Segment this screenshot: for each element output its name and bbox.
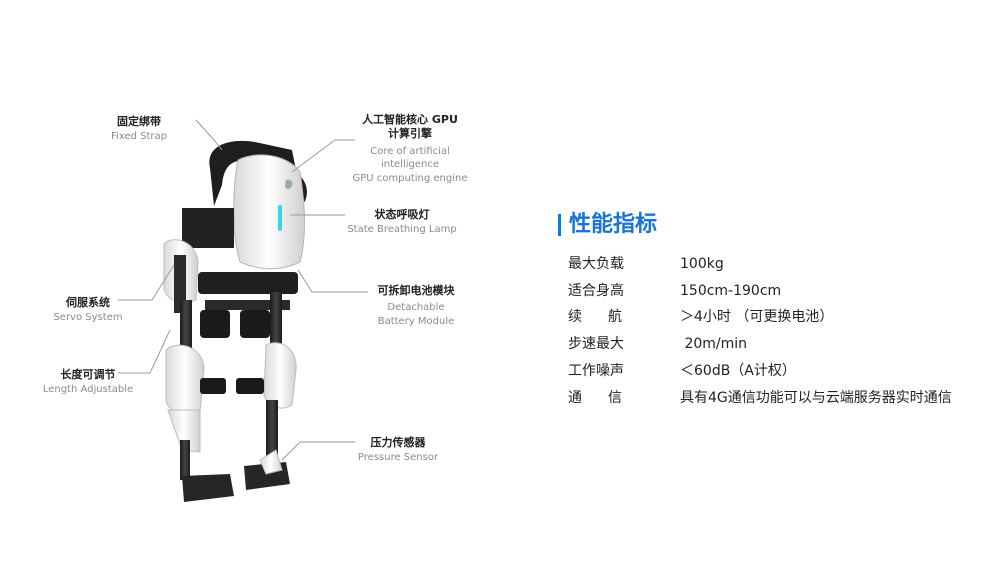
- callout-length-zh: 长度可调节: [60, 368, 116, 381]
- spec-title: 性能指标: [558, 210, 978, 240]
- spec-key: 步速最大: [568, 336, 624, 352]
- callout-length-en: Length Adjustable: [42, 384, 134, 395]
- callout-length: 长度可调节 Length Adjustable: [38, 368, 138, 396]
- callout-gpu-zh-2: 计算引擎: [388, 127, 432, 140]
- spec-value: 150cm-190cm: [680, 283, 782, 299]
- callout-servo-en: Servo System: [53, 312, 123, 323]
- callout-gpu-en-2: GPU computing engine: [352, 173, 468, 184]
- callout-gpu-core: 人工智能核心 GPU 计算引擎 Core of artificial intel…: [340, 113, 480, 185]
- spec-value: 100kg: [680, 256, 724, 272]
- spec-key: 工作噪声: [568, 363, 624, 379]
- spec-row: 通信 具有4G通信功能可以与云端服务器实时通信: [568, 387, 952, 407]
- callout-gpu-zh-1: 人工智能核心 GPU: [362, 113, 458, 126]
- spec-row: 最大负载 100kg: [568, 253, 724, 273]
- callout-battery-en-1: Detachable: [387, 302, 445, 313]
- spec-key: 续航: [568, 309, 648, 325]
- title-accent-bar: [558, 214, 561, 236]
- spec-title-text: 性能指标: [569, 212, 658, 237]
- callout-fixed-strap-zh: 固定绑带: [117, 115, 161, 128]
- callout-lamp-en: State Breathing Lamp: [347, 224, 457, 235]
- spec-key: 最大负载: [568, 256, 624, 272]
- callout-pressure-en: Pressure Sensor: [357, 452, 439, 463]
- callout-fixed-strap: 固定绑带 Fixed Strap: [104, 115, 174, 143]
- spec-row: 适合身高 150cm-190cm: [568, 280, 781, 300]
- spec-key: 适合身高: [568, 283, 624, 299]
- spec-row: 工作噪声 ＜60dB（A计权）: [568, 360, 796, 380]
- callout-gpu-en-1: Core of artificial intelligence: [370, 146, 450, 170]
- spec-value: ＜60dB（A计权）: [680, 363, 796, 379]
- spec-key: 通信: [568, 390, 648, 406]
- callout-pressure: 压力传感器 Pressure Sensor: [352, 436, 444, 464]
- callout-pressure-zh: 压力传感器: [370, 436, 426, 449]
- spec-value: ＞4小时 （可更换电池）: [680, 309, 834, 325]
- callout-battery-zh: 可拆卸电池模块: [377, 284, 455, 297]
- callout-battery-en-2: Battery Module: [377, 316, 455, 327]
- callout-breathing-lamp: 状态呼吸灯 State Breathing Lamp: [344, 208, 460, 236]
- callout-servo-zh: 伺服系统: [66, 296, 110, 309]
- spec-value: 具有4G通信功能可以与云端服务器实时通信: [680, 390, 952, 406]
- callout-battery: 可拆卸电池模块 Detachable Battery Module: [370, 284, 462, 328]
- spec-row: 步速最大 20m/min: [568, 333, 747, 353]
- spec-row: 续航 ＞4小时 （可更换电池）: [568, 306, 833, 326]
- spec-panel: 性能指标: [558, 210, 978, 240]
- spec-value: 20m/min: [680, 336, 748, 352]
- callout-fixed-strap-en: Fixed Strap: [111, 131, 167, 142]
- callout-lamp-zh: 状态呼吸灯: [374, 208, 430, 221]
- callout-servo: 伺服系统 Servo System: [48, 296, 128, 324]
